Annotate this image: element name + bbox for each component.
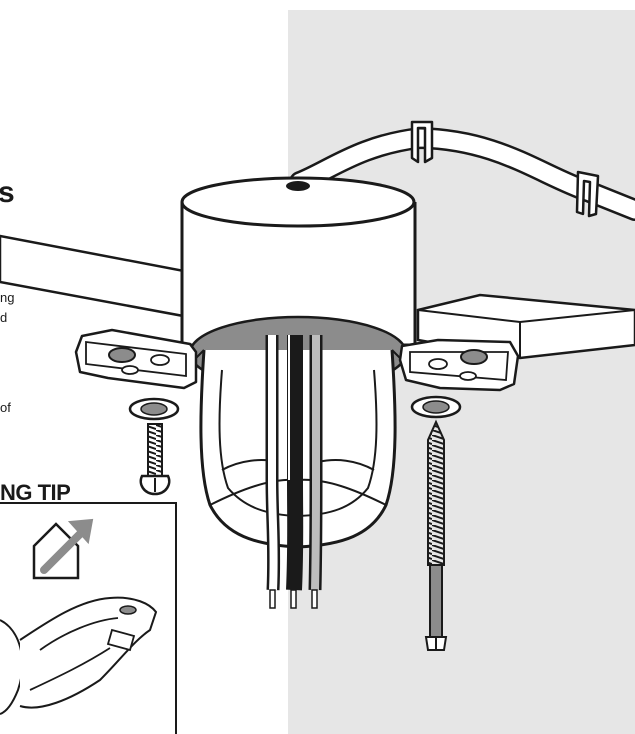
heading-fragment: s <box>0 176 15 209</box>
wood-screw <box>424 419 448 651</box>
tip-box <box>0 502 177 734</box>
right-washer <box>410 395 462 419</box>
body-text-fragment: ng <box>0 290 15 305</box>
left-bracket-arm <box>74 328 198 390</box>
machine-screw <box>139 423 171 496</box>
house-arrow-icon <box>32 518 94 580</box>
cable-staple <box>575 170 600 218</box>
bracket-sketch <box>0 596 158 715</box>
wire-white <box>265 335 281 609</box>
cable-staple <box>410 120 434 164</box>
wire-black <box>286 335 304 609</box>
wire-gray <box>308 335 323 609</box>
body-text-fragment: of <box>0 400 11 415</box>
left-washer <box>128 397 180 421</box>
tip-title: NG TIP <box>0 480 71 505</box>
body-text-fragment: d <box>0 310 8 325</box>
right-bracket-arm <box>398 338 520 392</box>
